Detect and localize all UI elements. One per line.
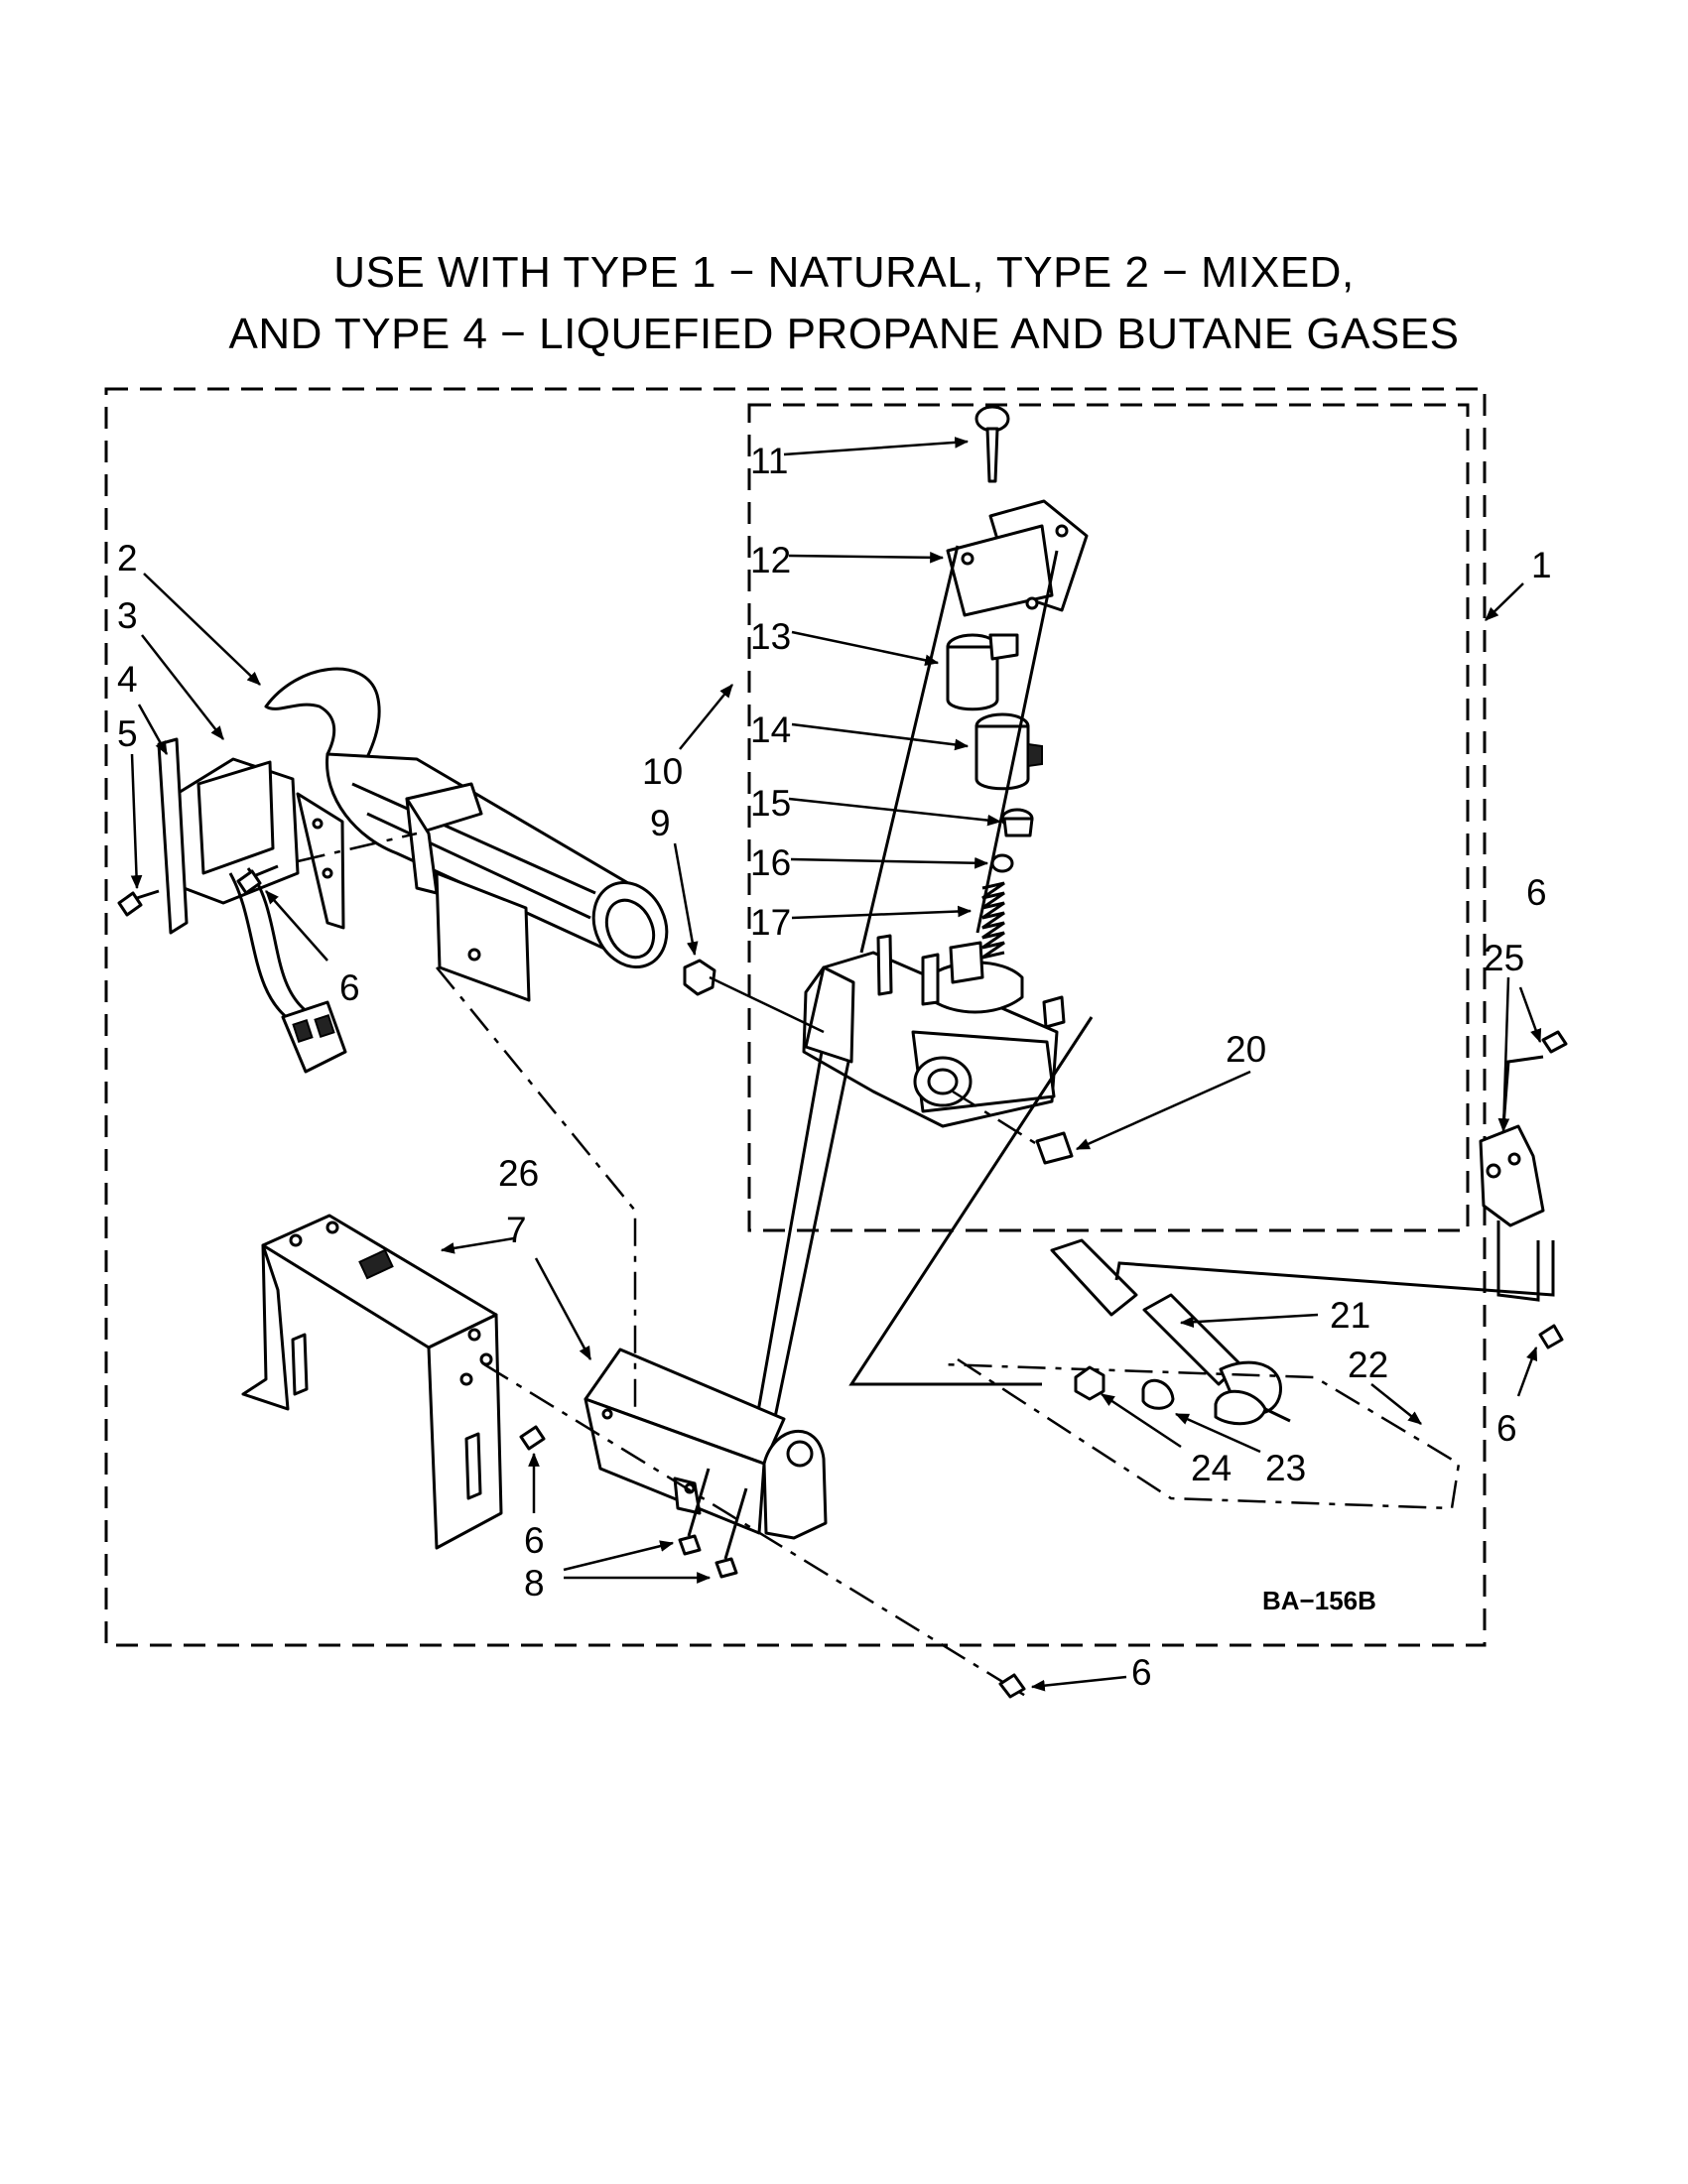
callout-14: 14 — [750, 709, 791, 750]
callout-6-right-bottom: 6 — [1496, 1408, 1517, 1449]
screw-bottom-right — [998, 1673, 1026, 1699]
callout-16: 16 — [750, 842, 791, 883]
leader-arrows — [130, 437, 1542, 1692]
fitting-nut — [683, 959, 716, 996]
stack-guide-line-right — [975, 550, 1059, 934]
diagram-title-line-1: USE WITH TYPE 1 − NATURAL, TYPE 2 − MIXE… — [333, 248, 1355, 297]
callout-24: 24 — [1191, 1448, 1232, 1488]
valve-to-orifice-line — [848, 1016, 1094, 1386]
stack-guide-line-left — [859, 545, 960, 954]
sensor — [1035, 1131, 1074, 1165]
orifice-fitting — [1141, 1378, 1291, 1426]
callout-26: 26 — [498, 1153, 539, 1194]
callout-17: 17 — [750, 902, 791, 943]
bracket-alignment-line — [436, 966, 637, 1409]
callout-6-bottom: 6 — [1131, 1652, 1152, 1693]
callout-6-left: 6 — [339, 967, 360, 1008]
callout-22: 22 — [1348, 1345, 1388, 1385]
valve-mount-bracket — [584, 1348, 828, 1540]
coil-upper — [946, 633, 1019, 711]
mounting-bracket — [241, 1214, 503, 1550]
screw-side-bottom — [1538, 1324, 1564, 1349]
callout-5: 5 — [117, 713, 138, 754]
burner-mount-bracket — [405, 782, 531, 1002]
callout-15: 15 — [750, 783, 791, 824]
hex-nut — [1074, 1365, 1105, 1401]
screw-valve-2 — [714, 1487, 748, 1579]
callout-12: 12 — [750, 540, 791, 580]
screw-bracket — [519, 1425, 546, 1451]
callout-6-right-top: 6 — [1526, 872, 1547, 913]
drawing-code: BA−156B — [1262, 1586, 1376, 1615]
callout-2: 2 — [117, 538, 138, 578]
callout-1: 1 — [1531, 545, 1552, 585]
screw-left-2 — [236, 864, 279, 895]
callout-23: 23 — [1265, 1448, 1306, 1488]
callout-13: 13 — [750, 616, 791, 657]
valve-assembly-border — [747, 403, 1470, 1232]
side-bracket-link-top — [1501, 1055, 1544, 1127]
callout-9: 9 — [650, 803, 671, 843]
callout-20: 20 — [1226, 1029, 1266, 1070]
outer-assembly-border — [104, 387, 1487, 1647]
diagram-title-line-2: AND TYPE 4 − LIQUEFIED PROPANE AND BUTAN… — [228, 310, 1460, 358]
callout-25: 25 — [1484, 938, 1524, 978]
coil-cover — [946, 499, 1089, 617]
gas-valve-body — [802, 934, 1066, 1128]
igniter — [157, 737, 347, 1074]
igniter-bracket — [167, 757, 345, 930]
side-bracket — [1479, 1124, 1545, 1227]
plunger — [990, 853, 1014, 873]
callout-21: 21 — [1330, 1295, 1370, 1336]
callout-6-bracket: 6 — [524, 1520, 545, 1561]
screw-valve-1 — [678, 1468, 711, 1556]
callout-8: 8 — [524, 1563, 545, 1604]
coil-screw — [974, 405, 1010, 483]
fitting-line — [709, 975, 825, 1034]
callout-3: 3 — [117, 595, 138, 636]
screw-alignment-line — [297, 832, 418, 863]
side-bracket-link-bottom — [1496, 1220, 1540, 1302]
sensor-line — [952, 1090, 1041, 1148]
screw-side-top — [1541, 1030, 1568, 1054]
spring — [981, 881, 1005, 960]
valve-seat — [1000, 808, 1034, 837]
callout-10: 10 — [642, 751, 683, 792]
orifice-link-line — [1114, 1240, 1555, 1297]
callout-4: 4 — [117, 659, 138, 700]
callout-11: 11 — [750, 441, 788, 481]
screw-left-1 — [117, 889, 160, 917]
orifice-group-outline — [942, 1357, 1461, 1510]
callout-7: 7 — [506, 1210, 527, 1250]
